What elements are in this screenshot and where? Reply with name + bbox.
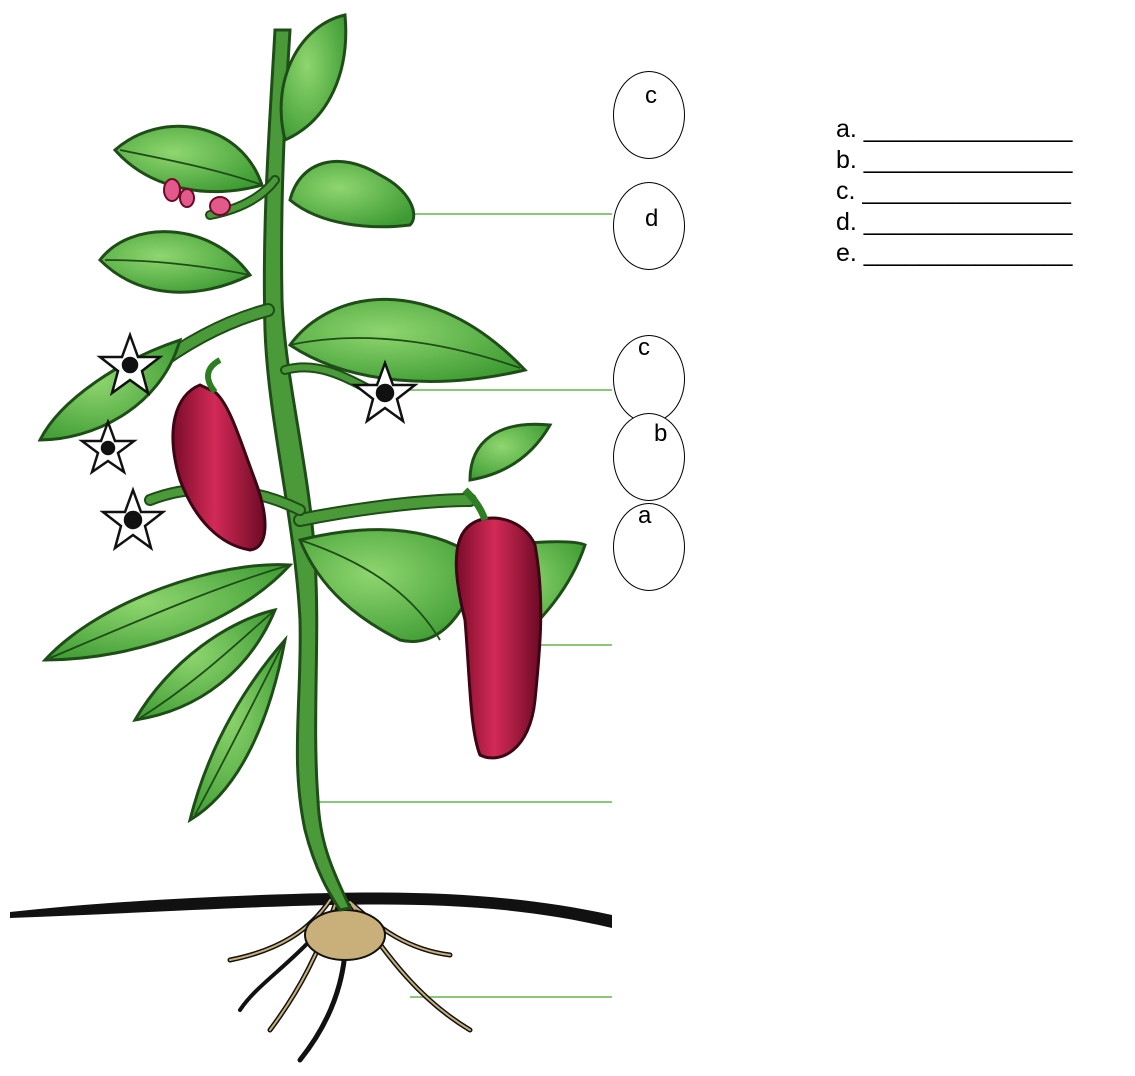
- answer-line-d[interactable]: d. _______________: [836, 207, 1072, 238]
- answer-line-e[interactable]: e. _______________: [836, 238, 1072, 269]
- leaf: [115, 126, 262, 191]
- bud: [164, 179, 180, 201]
- label-oval[interactable]: a: [613, 503, 685, 591]
- answer-line-b[interactable]: b. _______________: [836, 145, 1072, 176]
- label-oval[interactable]: d: [613, 182, 685, 270]
- bud: [210, 197, 230, 215]
- label-oval[interactable]: c: [613, 71, 685, 159]
- label-letter: d: [645, 207, 658, 231]
- leaf: [290, 161, 414, 226]
- label-letter: c: [638, 336, 650, 360]
- pepper-plant-illustration: [0, 0, 615, 1076]
- label-letter: b: [654, 422, 667, 446]
- pepper: [456, 518, 541, 758]
- answer-list: a. _______________ b. _______________ c.…: [836, 114, 1072, 269]
- answer-line-c[interactable]: c. _______________: [836, 176, 1072, 207]
- bud: [180, 189, 194, 207]
- label-letter: a: [638, 504, 651, 528]
- answer-line-a[interactable]: a. _______________: [836, 114, 1072, 145]
- leaf: [470, 424, 550, 480]
- roots: [230, 900, 470, 1060]
- label-oval[interactable]: c: [613, 335, 685, 423]
- label-letter: c: [645, 84, 657, 108]
- pepper: [173, 385, 265, 550]
- leaf: [100, 232, 250, 293]
- label-oval[interactable]: b: [613, 413, 685, 501]
